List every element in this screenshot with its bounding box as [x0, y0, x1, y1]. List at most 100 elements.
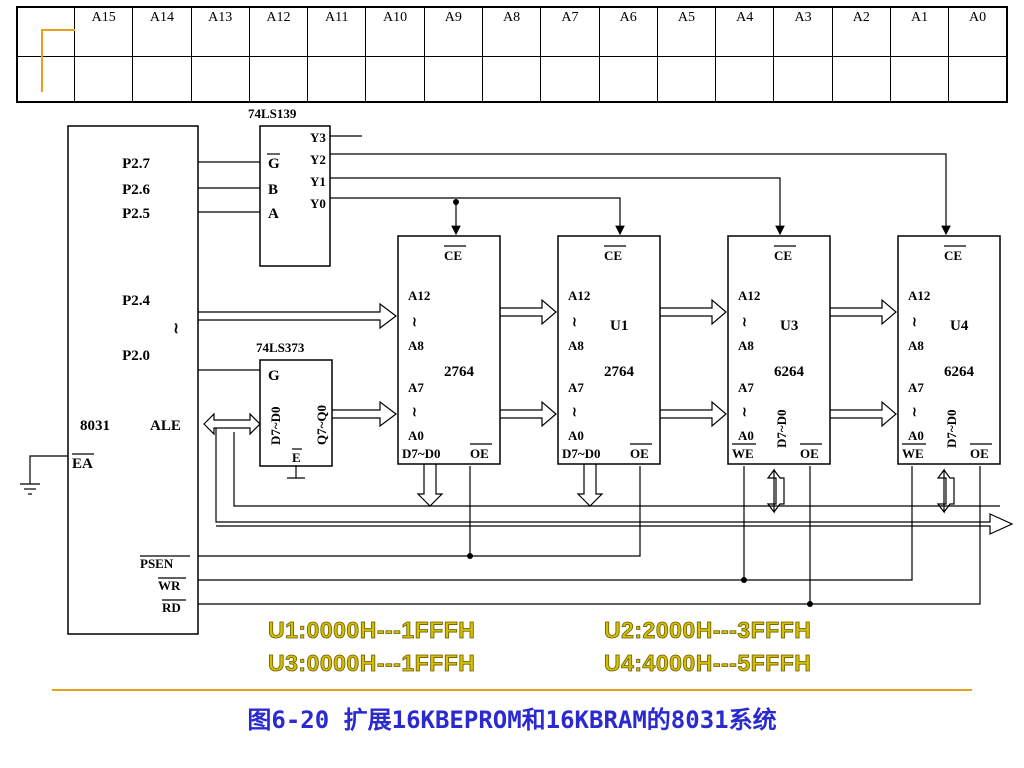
- chip-a12-label: A12: [568, 288, 590, 303]
- chip-oe-label: OE: [970, 446, 989, 461]
- chip-part-label: 6264: [944, 364, 975, 380]
- chip-a8-label: A8: [568, 338, 584, 353]
- pin-wr-label: WR: [158, 578, 181, 593]
- circuit-schematic: P2.7 P2.6 P2.5 P2.4 ≀ P2.0 8031 ALE EA P…: [20, 29, 1014, 635]
- address-bit-header: A0: [948, 6, 1008, 57]
- chip-ref-label: U1: [610, 318, 628, 334]
- chip-a7-label: A7: [408, 380, 424, 395]
- chip-ref-label: U4: [950, 318, 969, 334]
- svg-text:≀: ≀: [742, 314, 747, 329]
- decoder-pin-y2: Y2: [310, 152, 326, 167]
- address-bit-value: [73, 56, 134, 103]
- decoder-pin-y3: Y3: [310, 130, 326, 145]
- range-u3: U3:0000H---1FFFH: [268, 650, 476, 677]
- mcu-part-label: 8031: [80, 418, 110, 434]
- svg-text:≀: ≀: [742, 404, 747, 419]
- address-bit-header: A14: [132, 6, 192, 57]
- address-bit-header: A2: [831, 6, 891, 57]
- chip-a8-label: A8: [908, 338, 924, 353]
- address-bit-header: A8: [481, 6, 542, 57]
- address-bit-value: [540, 56, 600, 103]
- pin-ea-label: EA: [72, 456, 93, 472]
- chip-a0-label: A0: [408, 428, 424, 443]
- range-u2: U2:2000H---3FFFH: [604, 617, 812, 644]
- decoder-pin-b: B: [268, 182, 278, 198]
- chip-a0-label: A0: [908, 428, 924, 443]
- chip-ce-label: CE: [604, 248, 622, 263]
- chip-ref-label: U3: [780, 318, 798, 334]
- chip-data-label: D7~D0: [944, 409, 959, 448]
- address-value-row: [16, 56, 1008, 103]
- svg-text:≀: ≀: [912, 404, 917, 419]
- table-corner-cell: [16, 56, 75, 103]
- address-bit-header: A4: [715, 6, 775, 57]
- address-bit-value: [831, 56, 891, 103]
- decoder-74ls139-box: [259, 125, 331, 267]
- svg-text:≀: ≀: [412, 314, 417, 329]
- figure-caption: 图6-20 扩展16KBEPROM和16KBRAM的8031系统: [247, 706, 777, 734]
- address-bit-header: A7: [540, 6, 600, 57]
- chip-a12-label: A12: [408, 288, 430, 303]
- pin-p26-label: P2.6: [122, 182, 150, 198]
- address-bit-value: [715, 56, 775, 103]
- decoder-name: 74LS139: [248, 106, 297, 121]
- address-bit-header: A3: [773, 6, 833, 57]
- chip-data-label: D7~D0: [402, 446, 441, 461]
- address-bit-header: A1: [889, 6, 950, 57]
- address-bit-value: [656, 56, 717, 103]
- address-bit-value: [948, 56, 1008, 103]
- latch-pin-d: D7~D0: [268, 406, 283, 445]
- chip-part-label: 2764: [444, 364, 475, 380]
- address-bit-header: A5: [656, 6, 717, 57]
- chip-oe-label: OE: [800, 446, 819, 461]
- address-bit-value: [365, 56, 425, 103]
- mcu-8031-box: [67, 125, 199, 635]
- pin-p20-label: P2.0: [122, 348, 150, 364]
- pin-psen-label: PSEN: [140, 556, 174, 571]
- svg-text:≀: ≀: [912, 314, 917, 329]
- chip-a0-label: A0: [568, 428, 584, 443]
- range-u4: U4:4000H---5FFFH: [604, 650, 812, 677]
- pin-p24-label: P2.4: [122, 293, 150, 309]
- latch-name: 74LS373: [256, 340, 305, 355]
- chip-we-label: WE: [732, 446, 754, 461]
- address-bit-value: [773, 56, 833, 103]
- address-bit-header: A10: [365, 6, 425, 57]
- chip-we-label: WE: [902, 446, 924, 461]
- decoder-pin-y1: Y1: [310, 174, 326, 189]
- svg-text:≀: ≀: [572, 314, 577, 329]
- svg-text:≀: ≀: [412, 404, 417, 419]
- address-bit-value: [889, 56, 950, 103]
- latch-pin-g: G: [268, 368, 280, 384]
- chip-data-label: D7~D0: [774, 409, 789, 448]
- address-bit-header: A6: [598, 6, 658, 57]
- pin-p27-label: P2.7: [122, 156, 150, 172]
- range-u1: U1:0000H---1FFFH: [268, 617, 476, 644]
- chip-a8-label: A8: [408, 338, 424, 353]
- pin-range-tilde: ≀: [173, 321, 179, 337]
- chip-a0-label: A0: [738, 428, 754, 443]
- chip-a7-label: A7: [738, 380, 754, 395]
- chip-ce-label: CE: [444, 248, 462, 263]
- decoder-pin-y0: Y0: [310, 196, 326, 211]
- address-bit-value: [307, 56, 367, 103]
- chip-a7-label: A7: [568, 380, 584, 395]
- pin-ale-label: ALE: [150, 418, 181, 434]
- chip-ce-label: CE: [774, 248, 792, 263]
- caption-divider: [52, 689, 972, 691]
- chip-a8-label: A8: [738, 338, 754, 353]
- address-bit-header: A12: [248, 6, 309, 57]
- latch-pin-q: Q7~Q0: [314, 405, 329, 445]
- chip-part-label: 2764: [604, 364, 635, 380]
- address-bit-value: [481, 56, 542, 103]
- address-bit-header: A9: [423, 6, 483, 57]
- latch-pin-e: E: [292, 450, 301, 465]
- chip-a12-label: A12: [908, 288, 930, 303]
- chip-a7-label: A7: [908, 380, 924, 395]
- address-bit-header: A15: [73, 6, 134, 57]
- address-bit-value: [598, 56, 658, 103]
- chip-oe-label: OE: [630, 446, 649, 461]
